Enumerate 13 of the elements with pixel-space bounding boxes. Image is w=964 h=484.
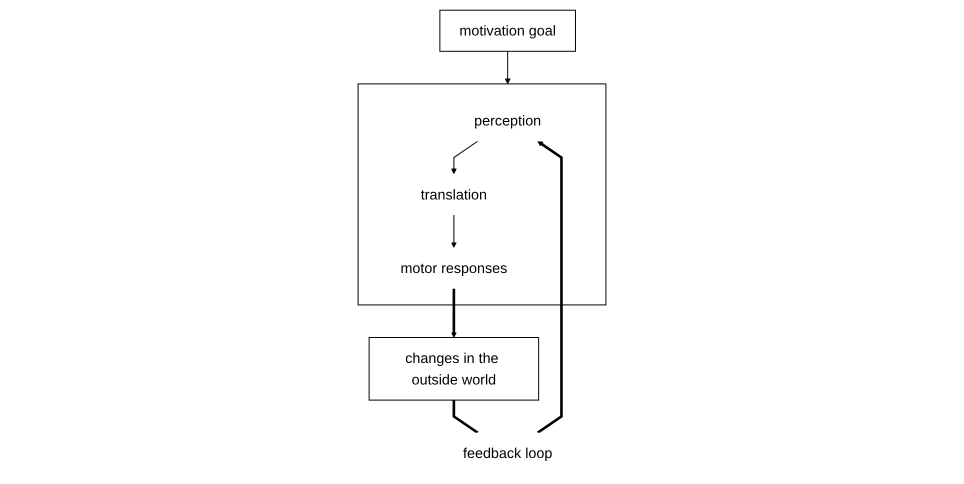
- node-text: perception: [474, 112, 542, 129]
- arrow: [536, 141, 563, 434]
- node-text: feedback loop: [463, 445, 552, 462]
- node-box: motivation goal: [439, 10, 576, 52]
- arrow: [451, 214, 457, 248]
- node-box: changes in the outside world: [368, 337, 540, 401]
- arrow: [451, 288, 457, 338]
- arrow: [451, 140, 478, 174]
- node-text: translation: [420, 186, 487, 203]
- connector: [452, 400, 478, 434]
- cluster: [358, 83, 606, 306]
- node-text: motor responses: [400, 260, 508, 276]
- arrow: [504, 50, 511, 84]
